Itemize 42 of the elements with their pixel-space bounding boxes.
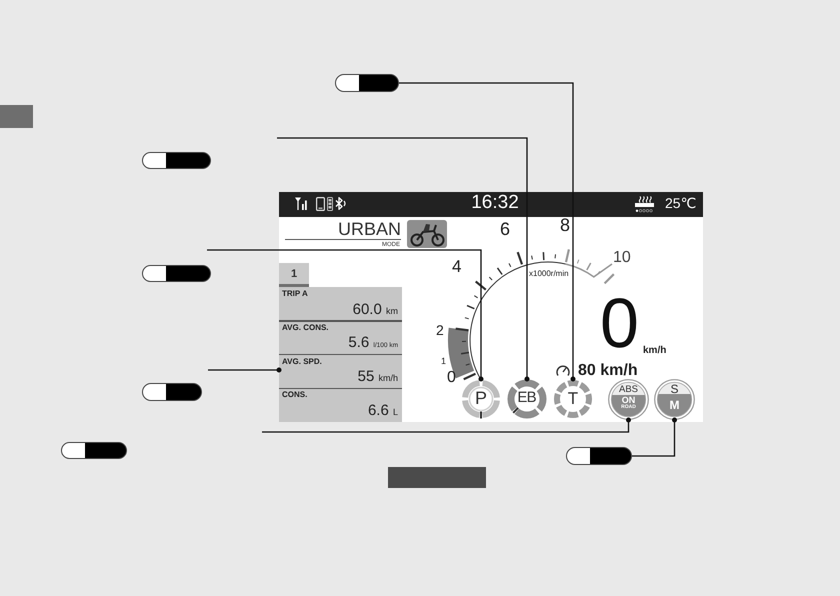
- indicator-label: ON: [622, 396, 636, 405]
- rpm-scale-number: 1: [441, 357, 446, 366]
- tab: [279, 263, 309, 287]
- clock-time: 16:32: [471, 192, 519, 212]
- leader-line: [208, 368, 282, 372]
- leader-line: [632, 418, 677, 457]
- trip-label: AVG. SPD.: [282, 358, 322, 366]
- trip-value: 6.6 L: [368, 402, 398, 418]
- speed-unit: km/h: [643, 346, 666, 356]
- indicator-ring: [507, 379, 547, 419]
- pill-tag: [335, 74, 399, 92]
- trip-label: AVG. CONS.: [282, 324, 329, 332]
- indicator-ring: [461, 379, 501, 419]
- pill-tag: [142, 265, 211, 282]
- pill-tag: [61, 442, 127, 459]
- indicator-ring: [553, 379, 593, 419]
- indicator-label: S: [670, 382, 678, 394]
- leader-line: [207, 249, 484, 382]
- indicator-label: M: [670, 398, 680, 410]
- rpm-scale-number: 2: [436, 323, 444, 338]
- indicator-letter: P: [475, 389, 487, 407]
- trip-value: 55 km/h: [358, 369, 398, 384]
- trip-label: TRIP A: [282, 290, 308, 298]
- indicator-letter: EB: [517, 390, 536, 405]
- temperature-reading: 25℃: [665, 196, 696, 210]
- leader-line: [262, 418, 631, 433]
- rpm-scale-number: 6: [500, 220, 510, 238]
- pill-tag: [142, 152, 211, 169]
- pill-tag: [142, 383, 202, 401]
- rpm-scale-number: 8: [560, 216, 570, 234]
- indicator-label: ABS: [619, 385, 638, 394]
- mode-indicator: [654, 379, 695, 420]
- leader-line: [277, 137, 530, 382]
- tab-label: 1: [290, 268, 298, 280]
- trip-value: 60.0 km: [352, 302, 398, 317]
- mode-indicator: [608, 379, 649, 420]
- indicator-letter: T: [568, 390, 578, 406]
- pill-tag: [566, 447, 632, 465]
- trip-label: CONS.: [282, 391, 308, 400]
- riding-mode-name: URBAN: [338, 220, 401, 238]
- rpm-scale-number: 10: [613, 250, 631, 266]
- trip-info-panel: [279, 287, 402, 422]
